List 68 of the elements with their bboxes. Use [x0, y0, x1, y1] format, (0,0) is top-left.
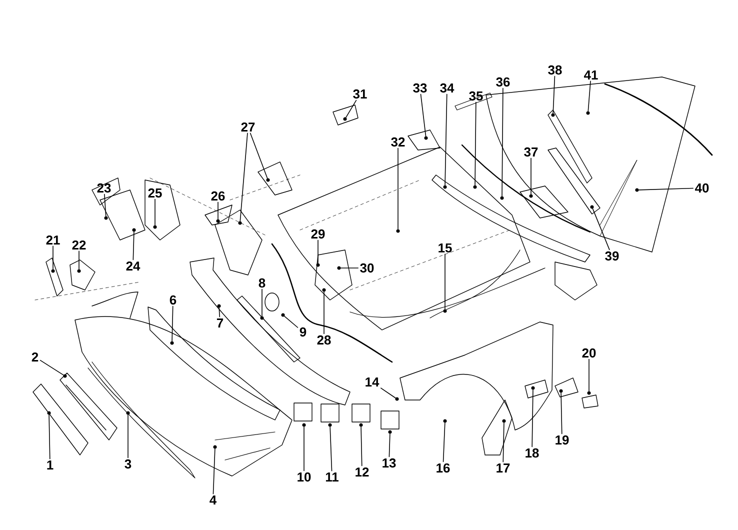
callout-number: 41	[584, 70, 598, 80]
callout-number: 16	[436, 463, 450, 473]
callout-number: 29	[311, 229, 325, 239]
callout-number: 2	[32, 352, 38, 362]
callout-number: 28	[317, 335, 331, 345]
callout-number: 35	[469, 91, 483, 101]
leader-line	[212, 448, 216, 494]
leader-line	[346, 100, 357, 118]
leader-line	[560, 392, 562, 434]
leader-line	[638, 188, 694, 190]
callout-number: 14	[366, 378, 380, 386]
callout-number: 26	[211, 191, 225, 201]
callout-number: 1	[47, 460, 54, 470]
leader-line	[218, 308, 220, 318]
callout-number: 36	[496, 77, 510, 87]
leader-line	[250, 132, 268, 179]
callout-number: 15	[438, 243, 452, 252]
callout-number: 25	[148, 188, 162, 198]
callout-number: 8	[258, 278, 266, 288]
callout-number: 21	[46, 235, 60, 245]
callout-number: 33	[413, 83, 427, 93]
leader-line	[52, 246, 54, 270]
callout-number: 19	[556, 435, 569, 445]
callout-number: 7	[216, 318, 224, 328]
callout-number: 10	[298, 472, 311, 482]
leader-line	[132, 232, 134, 260]
leader-line	[380, 388, 396, 398]
leader-line	[284, 316, 298, 328]
leader-line	[360, 426, 362, 466]
leader-line	[442, 422, 446, 462]
leader-line	[104, 194, 106, 216]
leader-line	[444, 254, 446, 310]
leader-line	[48, 414, 50, 460]
callout-number: 17	[496, 464, 510, 472]
leader-line	[78, 250, 80, 270]
leader-line	[388, 434, 390, 458]
callout-number: 3	[124, 459, 132, 469]
callout-number: 38	[548, 65, 562, 75]
callout-number: 24	[126, 261, 140, 271]
leader-line	[172, 306, 174, 342]
callout-number: 37	[524, 147, 538, 157]
leader-line	[532, 390, 534, 448]
leader-line	[444, 94, 448, 186]
callout-number: 40	[695, 183, 709, 193]
callout-number: 20	[582, 348, 596, 358]
leader-line	[420, 94, 426, 136]
callout-number: 23	[97, 183, 111, 193]
callout-number: 32	[391, 137, 405, 147]
leader-line	[154, 198, 156, 226]
callout-number: 18	[526, 448, 539, 458]
callout-number: 9	[300, 327, 306, 337]
callout-number: 6	[170, 295, 176, 305]
callout-number: 30	[360, 263, 374, 273]
callout-number: 34	[440, 83, 454, 93]
leader-line	[240, 132, 248, 222]
callout-number: 13	[382, 458, 396, 468]
callout-number: 31	[353, 89, 367, 99]
leader-line	[588, 80, 591, 112]
callout-number: 27	[241, 122, 255, 132]
leader-line	[502, 88, 504, 196]
callout-number: 12	[356, 467, 369, 477]
leader-line	[40, 360, 64, 376]
callout-number: 11	[326, 472, 338, 482]
callout-number: 4	[210, 496, 217, 504]
leader-line	[530, 158, 532, 194]
callout-number: 39	[605, 251, 619, 261]
leader-line	[592, 208, 610, 250]
callout-number: 22	[72, 240, 86, 250]
